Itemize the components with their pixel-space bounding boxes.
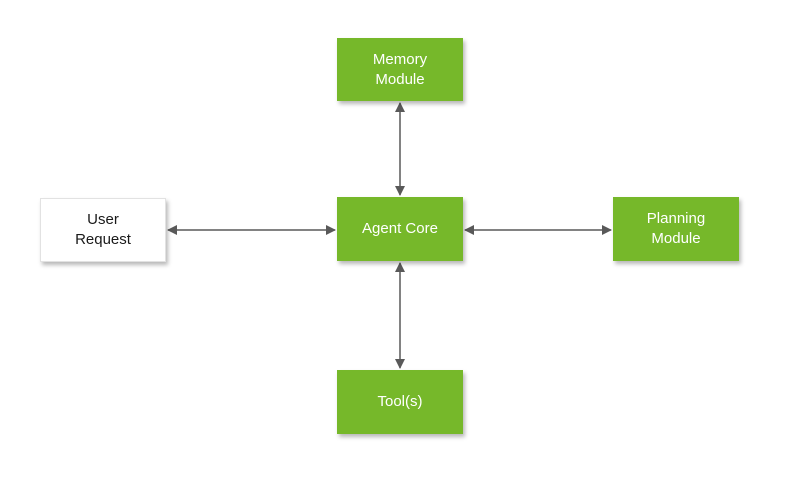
planning-module-label: Planning Module bbox=[646, 210, 706, 247]
agent-core-box: Agent Core bbox=[337, 197, 463, 261]
user-request-label: User Request bbox=[75, 211, 131, 248]
agent-core-label: Agent Core bbox=[362, 220, 438, 237]
memory-module-label: Memory Module bbox=[372, 50, 428, 88]
user-request-box: User Request bbox=[40, 198, 166, 262]
memory-module-box: Memory Module bbox=[337, 38, 463, 101]
planning-module-box: Planning Module bbox=[613, 197, 739, 261]
tools-label: Tool(s) bbox=[377, 393, 423, 410]
tools-box: Tool(s) bbox=[337, 370, 463, 434]
